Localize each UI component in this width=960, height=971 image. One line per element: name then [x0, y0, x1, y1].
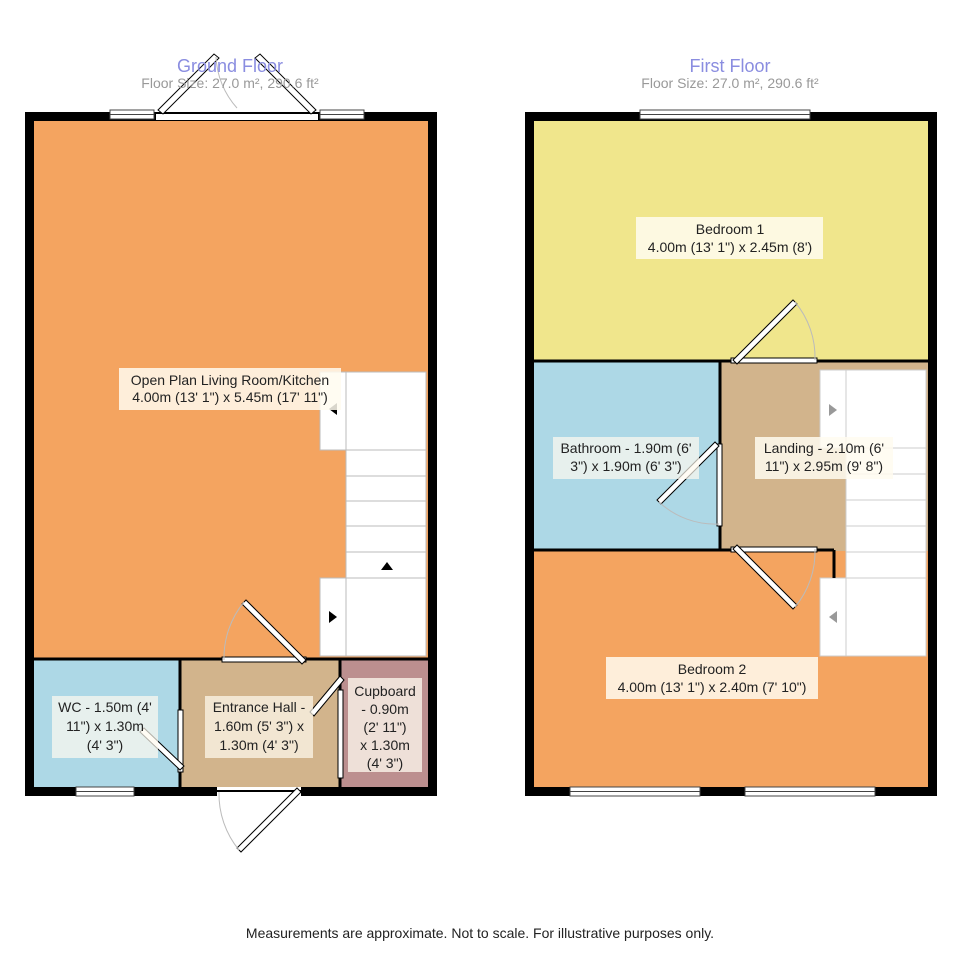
landing-label-line-1: Landing - 2.10m (6': [764, 440, 884, 456]
cupboard-label-line-4: x 1.30m: [360, 737, 410, 753]
stair-arrow-right-icon-first: [829, 404, 837, 416]
disclaimer-text: Measurements are approximate. Not to sca…: [246, 925, 714, 941]
bedroom1-label-line-2: 4.00m (13' 1") x 2.45m (8'): [648, 239, 812, 255]
landing-label-bg: [755, 437, 893, 479]
hall-label-bg: [205, 696, 313, 758]
ground-top-door-gap: [156, 110, 318, 120]
stair-arrow-up-icon: [381, 562, 393, 570]
stair-arrow-left-icon-first: [829, 611, 837, 623]
bedroom1-label-bg: [636, 217, 823, 259]
ground-floor-size: Floor Size: 27.0 m², 290.6 ft²: [141, 75, 319, 91]
bathroom-label-line-1: Bathroom - 1.90m (6': [560, 440, 691, 456]
bathroom-label-line-2: 3") x 1.90m (6' 3"): [570, 458, 681, 474]
hall-label-line-1: Entrance Hall -: [213, 699, 306, 715]
cupboard-label-line-2: - 0.90m: [361, 701, 408, 717]
stair-arrow-right-icon: [329, 611, 337, 623]
ground-floor: Open Plan Living Room/Kitchen 4.00m (13'…: [25, 53, 437, 853]
wc-label-line-3: (4' 3"): [87, 737, 123, 753]
first-floor: Bedroom 1 4.00m (13' 1") x 2.45m (8') Ba…: [525, 56, 937, 797]
first-doors: [656, 299, 818, 610]
ground-doors: [139, 53, 345, 853]
landing-label-line-2: 11") x 2.95m (9' 8"): [765, 458, 883, 474]
hall-label-line-3: 1.30m (4' 3"): [219, 737, 298, 753]
bathroom-label-bg: [553, 437, 699, 479]
cupboard-label-line-5: (4' 3"): [367, 755, 403, 771]
first-stairs: [819, 369, 927, 657]
first-floor-size: Floor Size: 27.0 m², 290.6 ft²: [641, 75, 819, 91]
wc-label-line-1: WC - 1.50m (4': [58, 699, 152, 715]
hall-label-line-2: 1.60m (5' 3") x: [214, 718, 304, 734]
bedroom2-label-line-2: 4.00m (13' 1") x 2.40m (7' 10"): [618, 679, 807, 695]
wc-label-line-2: 11") x 1.30m: [66, 718, 144, 734]
wc-label-bg: [52, 696, 158, 758]
living-label-line-2: 4.00m (13' 1") x 5.45m (17' 11"): [132, 389, 328, 405]
first-floor-title: First Floor: [690, 56, 771, 76]
living-label-bg: [119, 368, 341, 410]
cupboard-label-line-1: Cupboard: [354, 683, 416, 699]
bedroom1-label-line-1: Bedroom 1: [696, 221, 765, 237]
bedroom2-label-bg: [606, 657, 818, 699]
living-label-line-1: Open Plan Living Room/Kitchen: [131, 372, 329, 388]
cupboard-label-bg: [348, 678, 422, 772]
bedroom2-label-line-1: Bedroom 2: [678, 661, 747, 677]
cupboard-label-line-3: (2' 11"): [363, 719, 406, 735]
ground-floor-title: Ground Floor: [177, 56, 283, 76]
